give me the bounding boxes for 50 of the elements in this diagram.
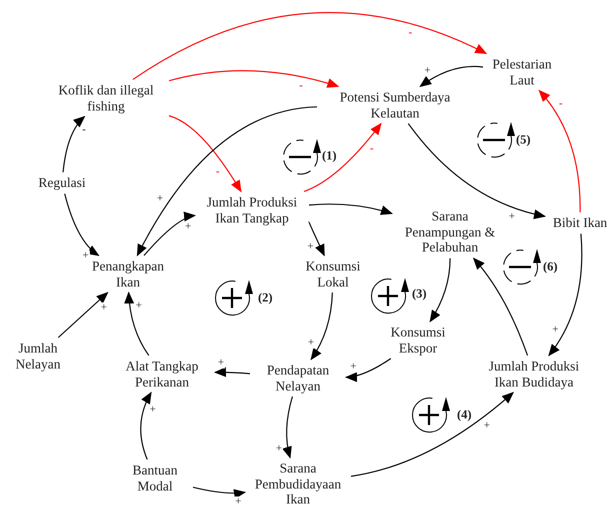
arrow: [62, 116, 86, 172]
arrow: [132, 12, 488, 80]
variable-label: Jumlah Nelayan: [14, 340, 62, 372]
arrow: [64, 194, 100, 256]
polarity-sign: +: [349, 362, 358, 373]
arrow: [310, 292, 333, 360]
arrow: [124, 292, 150, 356]
arrow: [192, 486, 246, 499]
variable-label: Jumlah Produksi Ikan Tangkap: [206, 194, 298, 226]
arrow: [408, 123, 546, 219]
arrow: [472, 258, 528, 356]
variable-label: Regulasi: [37, 175, 87, 191]
arrow: [168, 115, 242, 192]
arrow: [308, 204, 393, 216]
arrow: [419, 66, 484, 88]
variable-label: Pendapatan Nelayan: [266, 362, 330, 394]
arrow: [548, 234, 582, 356]
loop-number: (2): [258, 290, 273, 306]
arrow: [140, 392, 152, 460]
arrow: [144, 212, 196, 256]
arrow: [308, 222, 325, 256]
variable-label: Potensi Sumberdaya Kelautan: [338, 89, 452, 121]
variable-label: Pelestarian Laut: [491, 56, 553, 88]
polarity-sign: +: [216, 358, 226, 369]
arrow: [350, 392, 514, 477]
variable-label: Jumlah Produksi Ikan Budidaya: [488, 358, 580, 390]
variable-label: Sarana Pembudidayaan Ikan: [254, 460, 342, 508]
variable-label: Konsumsi Ekspor: [390, 324, 446, 356]
arrow: [538, 90, 581, 212]
loop-number: (6): [543, 260, 558, 274]
arrow: [214, 367, 250, 378]
loop-number: (5): [516, 132, 531, 148]
loop-number: (4): [457, 408, 472, 422]
variable-label: Alat Tangkap Perikanan: [124, 358, 200, 390]
polarity-sign: +: [423, 65, 432, 76]
arrow: [282, 396, 293, 459]
arrow: [58, 292, 108, 338]
arrow: [430, 258, 451, 322]
loop-number: (1): [322, 148, 337, 164]
variable-label: Bibit Ikan: [552, 215, 608, 231]
loop-number: (3): [412, 286, 427, 302]
variable-label: Sarana Penampungan & Pelabuhan: [404, 208, 496, 256]
variable-label: Bantuan Modal: [132, 462, 178, 494]
variable-label: Koflik dan illegal fishing: [57, 82, 155, 114]
arrow: [304, 122, 382, 192]
arrow: [136, 106, 318, 256]
variable-label: Penangkapan Ikan: [91, 258, 165, 290]
arrow: [345, 358, 392, 382]
arrow: [168, 70, 340, 88]
variable-label: Konsumsi Lokal: [304, 258, 362, 290]
